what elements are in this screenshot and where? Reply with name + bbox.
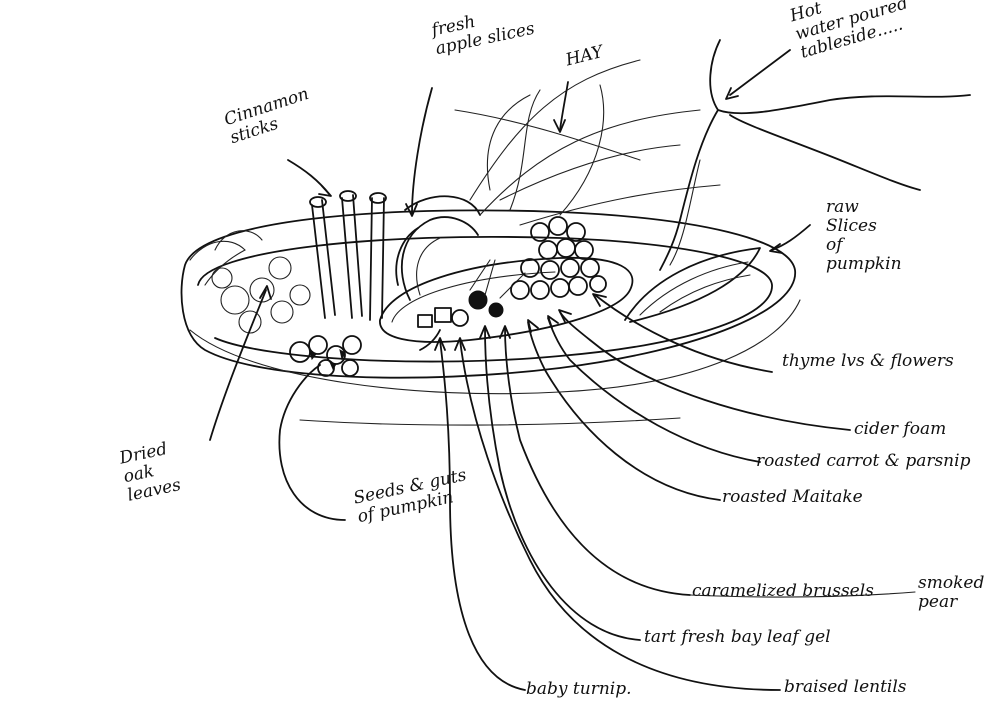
oak-leaves bbox=[189, 230, 311, 334]
hay bbox=[454, 59, 721, 226]
label-bay-leaf-gel: tart fresh bay leaf gel bbox=[644, 627, 831, 647]
brussels-pile bbox=[510, 216, 607, 300]
water-pour bbox=[659, 39, 971, 271]
label-thyme: thyme lvs & flowers bbox=[782, 351, 954, 371]
label-maitake: roasted Maitake bbox=[722, 487, 863, 507]
label-brussels: caramelized brussels bbox=[692, 581, 874, 601]
label-braised-lentils: braised lentils bbox=[784, 677, 907, 697]
label-cider-foam: cider foam bbox=[854, 419, 947, 439]
label-oak-leaves: Dried oak leaves bbox=[117, 439, 183, 506]
label-roasted-carrot: roasted carrot & parsnip bbox=[756, 451, 971, 471]
leader-lines bbox=[209, 49, 916, 691]
raw-pumpkin-slices bbox=[624, 247, 761, 323]
pumpkin-seeds-cluster bbox=[289, 335, 362, 377]
label-raw-pumpkin: raw Slices of pumpkin bbox=[826, 197, 902, 274]
plate bbox=[180, 209, 801, 426]
cinnamon-sticks bbox=[309, 190, 387, 321]
label-smoked-pear: smoked pear bbox=[918, 573, 985, 612]
center-ingredients bbox=[417, 259, 526, 328]
label-baby-turnip: baby turnip. bbox=[526, 679, 632, 699]
